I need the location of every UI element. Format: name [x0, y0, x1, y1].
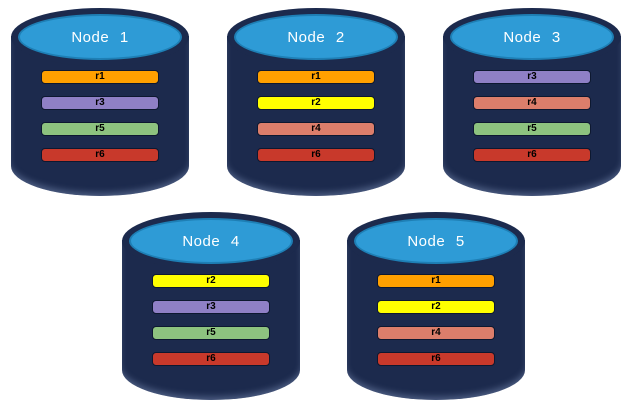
replica-list: r2 r3 r5 r6 [152, 274, 270, 366]
database-node-node-4: Node 4 r2 r3 r5 r6 [122, 212, 300, 400]
node-title: Node 2 [287, 28, 345, 46]
database-node-node-2: Node 2 r1 r2 r4 r6 [227, 8, 405, 196]
replica-bar-r1: r1 [377, 274, 495, 288]
replica-bar-r2: r2 [152, 274, 270, 288]
replica-bar-r6: r6 [152, 352, 270, 366]
cylinder-top-ellipse: Node 5 [354, 218, 518, 264]
database-node-node-3: Node 3 r3 r4 r5 r6 [443, 8, 621, 196]
replica-bar-r5: r5 [152, 326, 270, 340]
cylinder-top-rim: Node 2 [227, 8, 405, 66]
replica-bar-r1: r1 [41, 70, 159, 84]
node-title: Node 5 [407, 232, 465, 250]
node-title: Node 1 [71, 28, 129, 46]
node-title: Node 3 [503, 28, 561, 46]
replica-bar-r3: r3 [152, 300, 270, 314]
replica-bar-r2: r2 [377, 300, 495, 314]
replica-list: r1 r2 r4 r6 [377, 274, 495, 366]
replica-bar-r6: r6 [377, 352, 495, 366]
replica-bar-r2: r2 [257, 96, 375, 110]
replica-bar-r3: r3 [473, 70, 591, 84]
replica-bar-r6: r6 [41, 148, 159, 162]
cylinder-top-ellipse: Node 3 [450, 14, 614, 60]
top-row: Node 1 r1 r3 r5 r6 Node 2 r1 r2 r4 r6 Node 3 r… [11, 8, 621, 196]
cylinder-top-ellipse: Node 1 [18, 14, 182, 60]
cylinder-top-rim: Node 5 [347, 212, 525, 270]
replica-bar-r4: r4 [377, 326, 495, 340]
cylinder-top-ellipse: Node 4 [129, 218, 293, 264]
replica-bar-r5: r5 [473, 122, 591, 136]
bottom-row: Node 4 r2 r3 r5 r6 Node 5 r1 r2 r4 r6 [122, 212, 525, 400]
database-node-node-5: Node 5 r1 r2 r4 r6 [347, 212, 525, 400]
replica-list: r1 r2 r4 r6 [257, 70, 375, 162]
replica-bar-r6: r6 [473, 148, 591, 162]
replica-bar-r4: r4 [473, 96, 591, 110]
replica-bar-r3: r3 [41, 96, 159, 110]
cylinder-top-rim: Node 1 [11, 8, 189, 66]
replica-bar-r5: r5 [41, 122, 159, 136]
replica-list: r1 r3 r5 r6 [41, 70, 159, 162]
cylinder-top-ellipse: Node 2 [234, 14, 398, 60]
database-node-node-1: Node 1 r1 r3 r5 r6 [11, 8, 189, 196]
node-title: Node 4 [182, 232, 240, 250]
cylinder-top-rim: Node 3 [443, 8, 621, 66]
replica-list: r3 r4 r5 r6 [473, 70, 591, 162]
replica-bar-r6: r6 [257, 148, 375, 162]
replica-bar-r4: r4 [257, 122, 375, 136]
cylinder-top-rim: Node 4 [122, 212, 300, 270]
replica-bar-r1: r1 [257, 70, 375, 84]
